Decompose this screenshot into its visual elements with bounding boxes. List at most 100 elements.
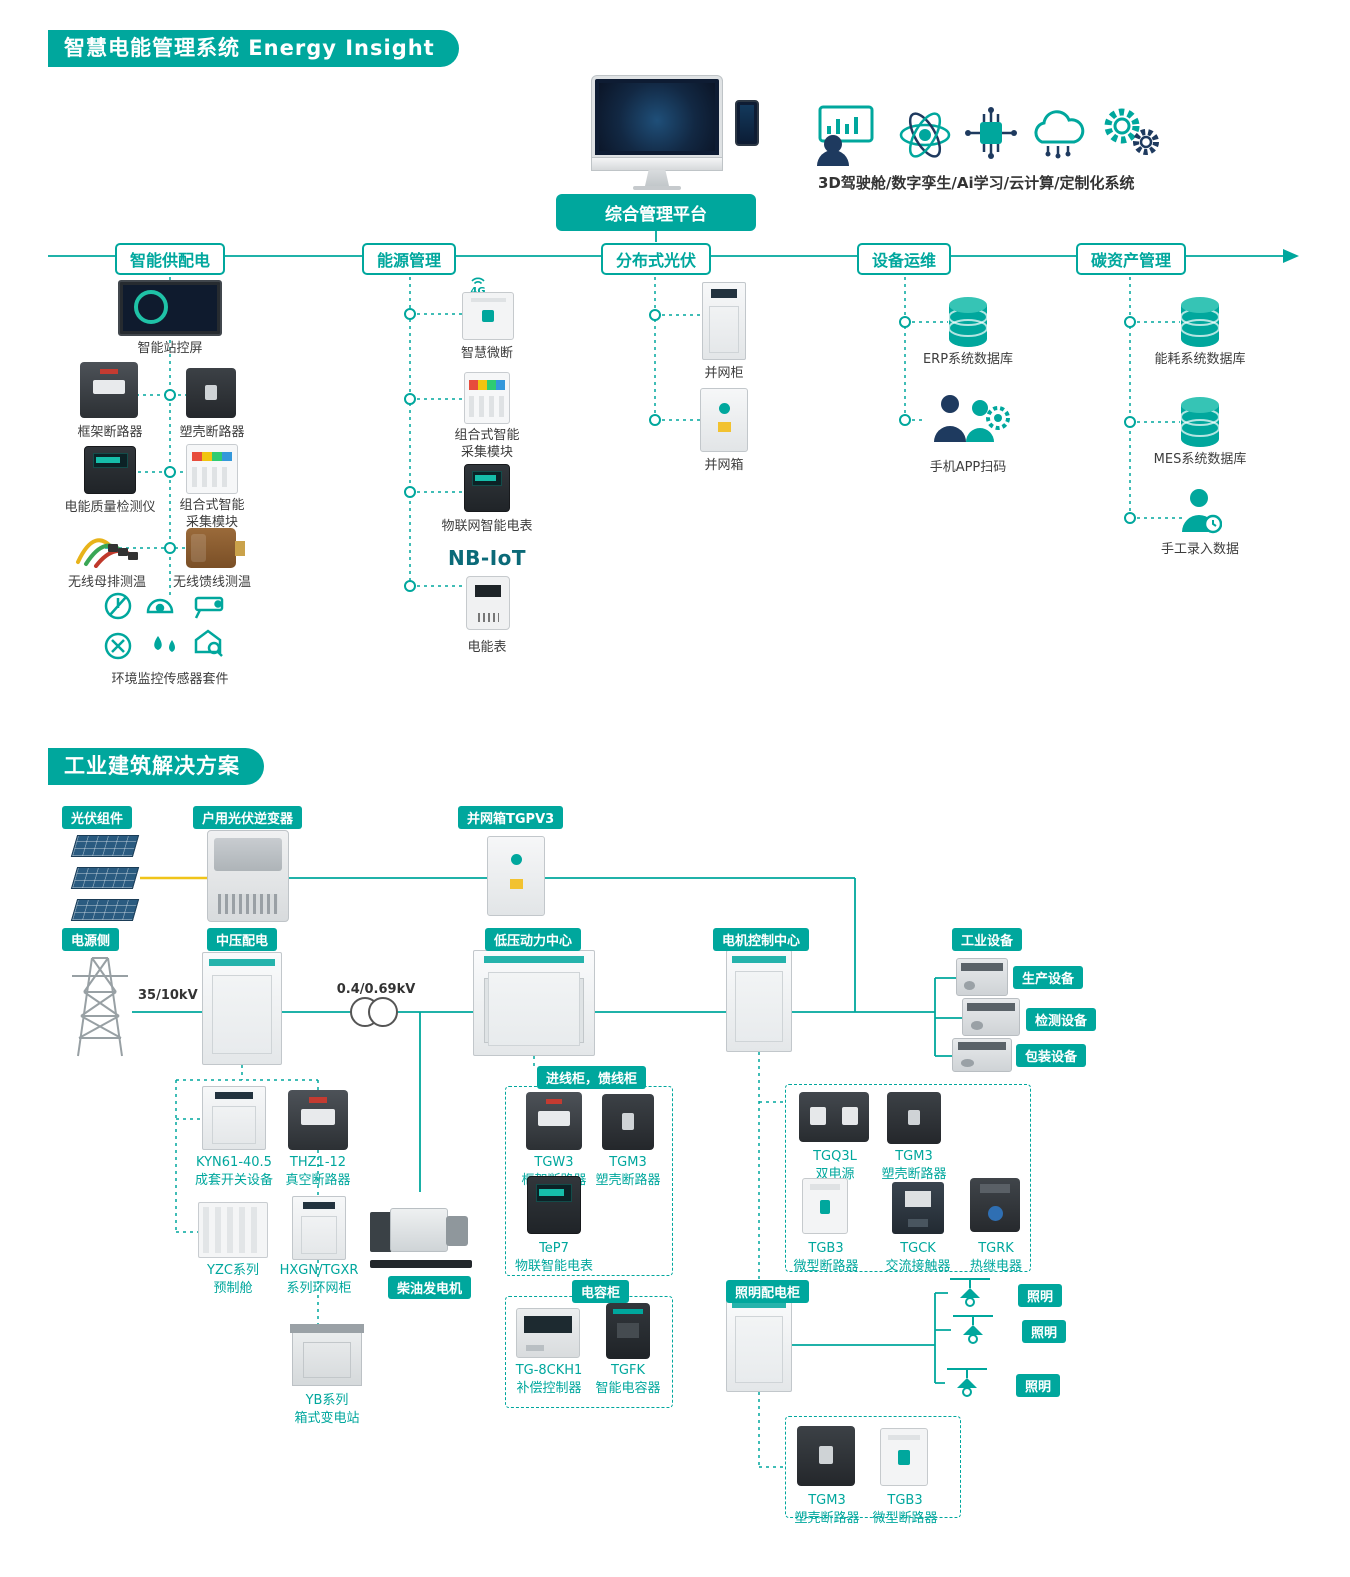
tep7-label: TeP7 物联智能电表 — [514, 1241, 593, 1274]
tgm3-feeder-image — [602, 1094, 654, 1150]
energy-meter-label: 电能表 — [467, 640, 507, 655]
tag-motor-control-center: 电机控制中心 — [713, 928, 810, 951]
node — [649, 414, 661, 426]
energy-meter-image — [466, 576, 510, 630]
lamp-icon-3 — [945, 1366, 989, 1400]
power-quality-analyzer-image — [84, 446, 136, 494]
hxgn-ring-main-unit-image — [292, 1196, 346, 1260]
tgfk-capacitor-image — [606, 1303, 650, 1359]
tgm3-motor-image — [887, 1092, 941, 1144]
tgq3l-image — [799, 1092, 869, 1142]
platform-banner: 综合管理平台 — [556, 194, 756, 231]
tag-lighting-3: 照明 — [1016, 1374, 1061, 1397]
tgck-label: TGCK 交流接触器 — [885, 1241, 951, 1274]
combined-acquisition-module-label-2: 组合式智能 采集模块 — [454, 428, 520, 460]
tgb3-lighting-image — [880, 1428, 928, 1486]
station-control-screen-label: 智能站控屏 — [137, 341, 203, 356]
grid-connection-box-label: 并网箱 — [704, 458, 744, 473]
tg8ckh1-controller-image — [516, 1308, 580, 1358]
monitor-stand — [645, 170, 669, 186]
combined-acquisition-module-image-2 — [464, 372, 510, 424]
tgrk-relay-image — [970, 1178, 1020, 1232]
workers-app-scan-icon — [922, 390, 1014, 454]
lamp-icon-2 — [951, 1313, 995, 1347]
tgrk-label: TGRK 热继电器 — [969, 1241, 1022, 1274]
tag-lighting-1: 照明 — [1018, 1284, 1063, 1307]
smart-mini-breaker-label: 智慧微断 — [460, 346, 513, 361]
yzc-prefab-cabin-image — [198, 1202, 268, 1258]
tgm3-lighting-image — [797, 1426, 855, 1486]
energy-insight-title: 智慧电能管理系统 Energy Insight — [48, 30, 459, 67]
station-control-screen-image — [118, 280, 222, 336]
energy-db-icon — [1178, 296, 1222, 348]
lighting-cabinet-image — [726, 1296, 792, 1392]
kyn-label: KYN61-40.5 成套开关设备 — [194, 1155, 273, 1188]
node — [1124, 512, 1136, 524]
pv-panels-image — [66, 833, 146, 929]
yb-box-substation-image — [290, 1323, 364, 1386]
smart-mini-breaker-image — [462, 292, 514, 340]
node — [164, 466, 176, 478]
tgq3l-label: TGQ3L 双电源 — [813, 1149, 857, 1182]
packaging-machine-image — [952, 1038, 1012, 1072]
molded-case-breaker-label: 塑壳断路器 — [179, 425, 245, 440]
branch-smart-power-distribution: 智能供配电 — [115, 243, 226, 275]
erp-database-label: ERP系统数据库 — [922, 352, 1014, 367]
branch-energy-management: 能源管理 — [362, 243, 457, 275]
tag-lighting-2: 照明 — [1022, 1320, 1067, 1343]
tag-incoming-feeder-cabinet: 进线柜，馈线柜 — [537, 1066, 647, 1089]
monitor-screen — [592, 76, 722, 158]
node — [404, 580, 416, 592]
grid-connection-cabinet-image — [702, 282, 746, 360]
tag-lighting-cabinet: 照明配电柜 — [726, 1280, 810, 1303]
tag-capacitor-cabinet: 电容柜 — [572, 1280, 630, 1303]
tgck-contactor-image — [892, 1182, 944, 1234]
iot-smart-meter-image — [464, 464, 510, 512]
thz-vacuum-breaker-image — [288, 1090, 348, 1150]
tag-testing-equipment: 检测设备 — [1026, 1008, 1097, 1031]
grid-connection-box-image — [700, 388, 748, 452]
3d-cockpit-icon — [812, 104, 876, 166]
tep7-meter-image — [527, 1176, 581, 1234]
capabilities-caption: 3D驾驶舱/数字孪生/Ai学习/云计算/定制化系统 — [818, 174, 1135, 192]
tag-lv-power-center: 低压动力中心 — [485, 928, 582, 951]
node — [164, 389, 176, 401]
tag-inverter: 户用光伏逆变器 — [193, 806, 303, 829]
branch-distributed-pv: 分布式光伏 — [601, 243, 712, 275]
tgpv3-grid-box-image — [487, 836, 545, 916]
grid-connection-cabinet-label: 并网柜 — [704, 366, 744, 381]
branch-equipment-om: 设备运维 — [857, 243, 952, 275]
tag-pv-modules: 光伏组件 — [62, 806, 133, 829]
tg8ckh1-label: TG-8CKH1 补偿控制器 — [515, 1363, 583, 1396]
4g-icon: 4G — [466, 274, 490, 297]
tgb3-motor-label: TGB3 微型断路器 — [793, 1241, 859, 1274]
tag-packaging-equipment: 包装设备 — [1016, 1044, 1087, 1067]
tgm3-motor-label: TGM3 塑壳断路器 — [881, 1149, 947, 1182]
tgb3-lighting-label: TGB3 微型断路器 — [872, 1493, 938, 1526]
wireless-feeder-sensor-image — [186, 528, 245, 568]
molded-case-breaker-image — [186, 368, 236, 418]
monitor-chin — [592, 158, 722, 170]
app-scan-label: 手机APP扫码 — [929, 460, 1007, 475]
combined-acquisition-module-label: 组合式智能 采集模块 — [179, 498, 245, 530]
tag-production-equipment: 生产设备 — [1013, 966, 1084, 989]
power-quality-analyzer-label: 电能质量检测仪 — [64, 500, 156, 515]
node — [404, 308, 416, 320]
yb-label: YB系列 箱式变电站 — [294, 1393, 360, 1426]
node — [649, 309, 661, 321]
industrial-solution-title: 工业建筑解决方案 — [48, 748, 264, 785]
erp-database-icon — [946, 296, 990, 348]
wireless-feeder-sensor-label: 无线馈线测温 — [172, 575, 251, 590]
gears-icon — [1098, 100, 1164, 164]
branch-carbon-asset: 碳资产管理 — [1076, 243, 1187, 275]
manual-entry-label: 手工录入数据 — [1160, 542, 1239, 557]
environment-sensor-icons — [100, 590, 240, 666]
tag-industrial-equipment: 工业设备 — [952, 928, 1023, 951]
hxgn-label: HXGN/TGXR 系列环网柜 — [279, 1263, 359, 1296]
nb-iot-logo: NB-IoT — [447, 546, 527, 570]
node — [164, 542, 176, 554]
mcc-components-group — [785, 1084, 1031, 1272]
lighting-breakers-group — [785, 1416, 961, 1518]
